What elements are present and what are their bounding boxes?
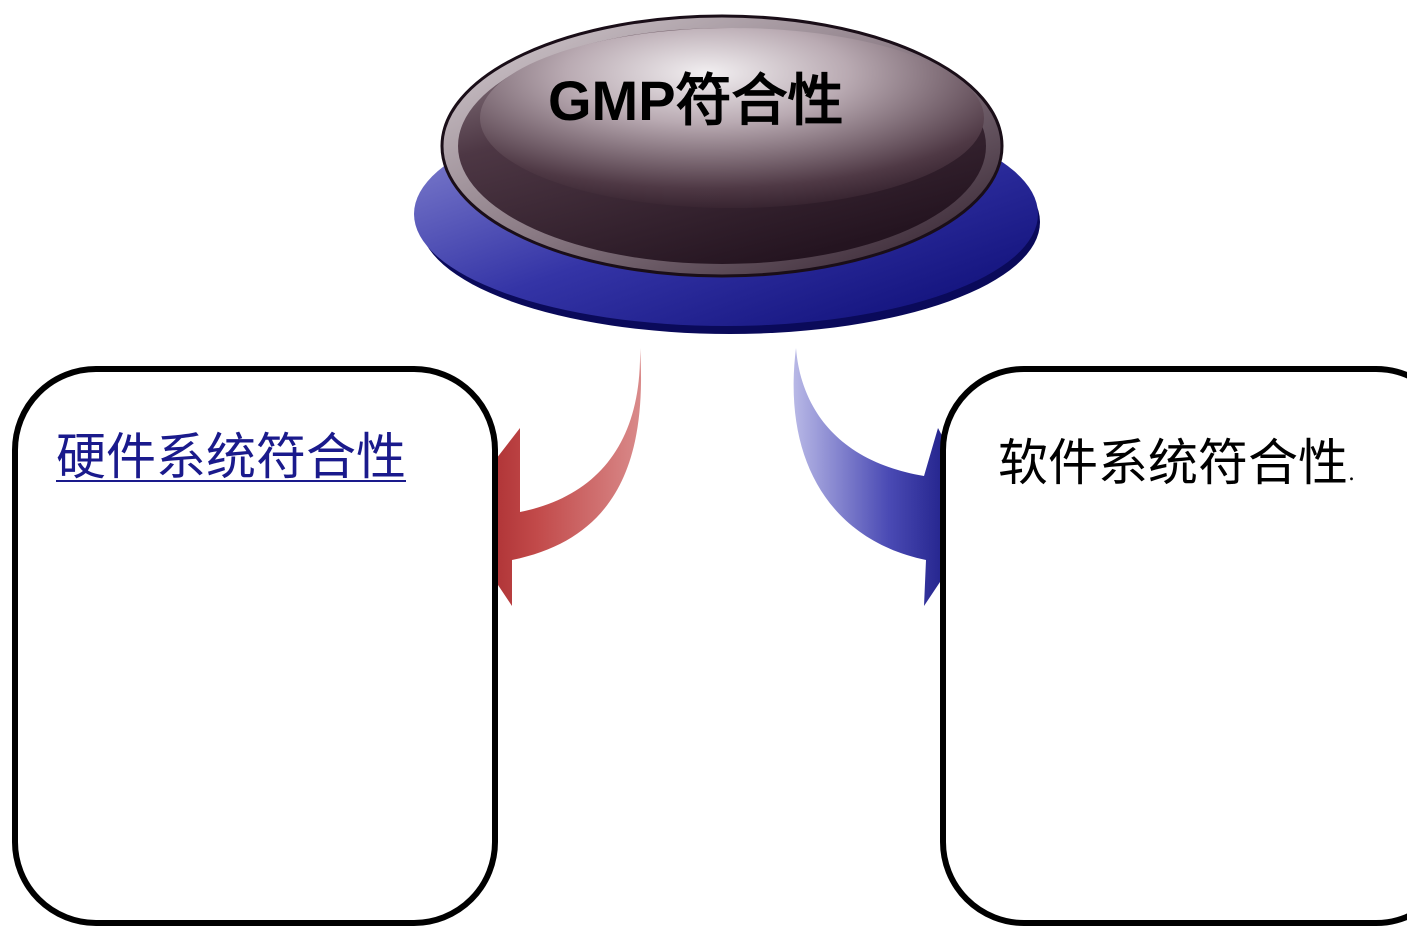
hardware-compliance-box [12, 366, 498, 926]
left-arrow-icon [452, 348, 642, 606]
software-compliance-box [940, 366, 1407, 926]
center-node [414, 14, 1040, 334]
hardware-compliance-link[interactable]: 硬件系统符合性 [56, 428, 406, 486]
right-arrow-icon [793, 348, 984, 606]
software-compliance-text: 软件系统符合性 [998, 434, 1348, 492]
disc-inner [480, 28, 984, 208]
software-compliance-label: 软件系统符合性. [998, 433, 1355, 504]
center-node-title: GMP符合性 [548, 69, 844, 132]
software-compliance-trailing-mark: . [1348, 461, 1355, 486]
